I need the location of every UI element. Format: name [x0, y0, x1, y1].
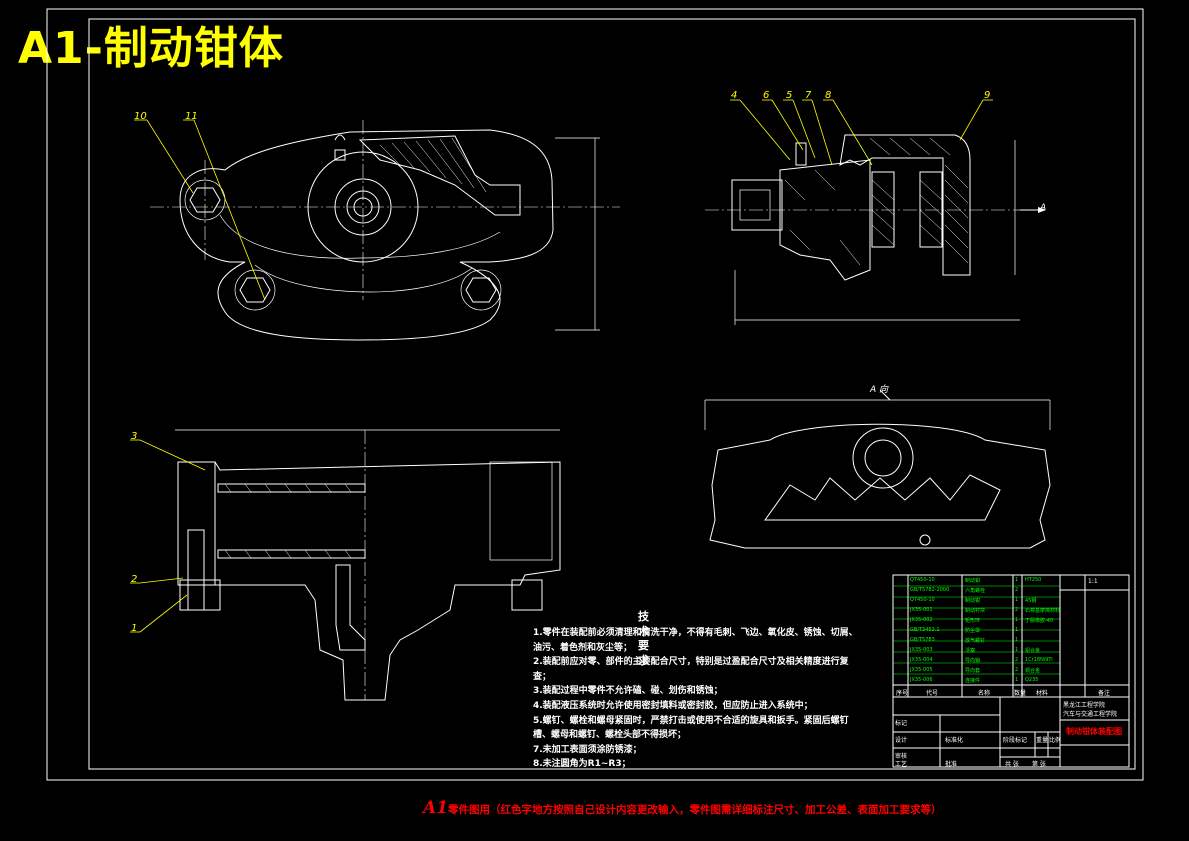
- bom-cell-code: JX35-002: [910, 617, 933, 623]
- header-remark: 备注: [1098, 690, 1111, 697]
- bom-cell-qty: 2: [1015, 607, 1019, 613]
- header-code: 代号: [926, 690, 939, 697]
- tb-label-approve: 批准: [945, 761, 958, 768]
- tb-label-sheet: 第 张: [1032, 761, 1046, 768]
- part-label-11: 11: [185, 111, 198, 122]
- part-label-4: 4: [731, 90, 738, 101]
- a-view: [704, 389, 1051, 549]
- bom-cell-code: JX35-003: [910, 647, 933, 653]
- bom-cell-qty: 1: [1015, 617, 1019, 623]
- bom-cell-qty: 2: [1015, 657, 1019, 663]
- bom-cell-name: 导向销: [965, 658, 981, 664]
- title-block: [892, 574, 1130, 768]
- bom-cell-code: JX35-004: [910, 657, 933, 663]
- bom-cell-code: QT450-10: [910, 597, 935, 603]
- part-label-7: 7: [805, 90, 812, 101]
- tech-line: 油污、着色剂和灰尘等；: [533, 642, 633, 653]
- bom-cell-code: GB/T3452.1: [910, 627, 940, 633]
- school-name: 黑龙江工程学院: [1063, 702, 1106, 709]
- header-name: 名称: [978, 690, 991, 697]
- tech-line: 8.未注圆角为R1~R3；: [533, 759, 631, 770]
- part-label-8: 8: [825, 90, 832, 101]
- bom-cell-material: 丁腈橡胶-40: [1025, 618, 1054, 624]
- note-prefix: A1: [423, 798, 449, 818]
- bom-cell-name: 矩形环: [965, 618, 981, 624]
- bom-cell-name: 防尘罩: [965, 628, 981, 634]
- part-label-10: 10: [134, 111, 147, 122]
- bom-cell-material: 1Cr18Ni9Ti: [1025, 657, 1053, 663]
- section-view: [705, 134, 1046, 325]
- bom-cell-name: 六角螺栓: [965, 588, 986, 594]
- bom-cell-name: 制动钳: [965, 578, 981, 584]
- outer-frame: [46, 8, 1144, 781]
- bom-cell-code: JX35-001: [910, 607, 933, 613]
- tb-label-review: 审核: [895, 753, 908, 760]
- section-mark-a: A: [1040, 203, 1047, 213]
- bom-cell-qty: 1: [1015, 577, 1019, 583]
- part-label-6: 6: [763, 90, 770, 101]
- tech-line: 1.零件在装配前必须清理和清洗干净，不得有毛刺、飞边、氧化皮、锈蚀、切屑、: [533, 628, 858, 638]
- bom-cell-name: 制动钳: [965, 598, 981, 604]
- part-label-3: 3: [131, 431, 138, 442]
- tb-label-process: 工艺: [895, 761, 908, 768]
- bom-cell-code: GB/T5782-2000: [910, 587, 950, 593]
- bottom-note: A1零件图用（红色字地方按照自己设计内容更改输入，零件图需详细标注尺寸、加工公差…: [423, 798, 983, 820]
- bom-cell-name: 制动衬块: [965, 608, 986, 614]
- header-seq: 序号: [896, 690, 909, 697]
- front-view: [150, 120, 620, 341]
- bom-cell-material: 石棉基摩擦材料: [1025, 608, 1061, 614]
- note-text: 零件图用（红色字地方按照自己设计内容更改输入，零件图需详细标注尺寸、加工公差、表…: [448, 804, 942, 816]
- tech-line: 3.装配过程中零件不允许磕、碰、划伤和锈蚀；: [533, 686, 723, 697]
- drawing-title: A1-制动钳体: [18, 23, 284, 74]
- bom-cell-qty: 1: [1015, 637, 1019, 643]
- tech-line: 7.未加工表面须涂防锈漆；: [533, 744, 642, 755]
- tech-lines: 1.零件在装配前必须清理和清洗干净，不得有毛刺、飞边、氧化皮、锈蚀、切屑、 油污…: [533, 626, 883, 772]
- tb-label-stage: 阶段标记: [1003, 737, 1028, 744]
- scale-value: 1:1: [1088, 578, 1098, 585]
- tb-label-design: 设计: [895, 737, 908, 744]
- bom-cell-material: 铜合金: [1025, 668, 1041, 674]
- bom-cell-name: 连接件: [965, 678, 981, 684]
- part-label-1: 1: [131, 623, 138, 634]
- part-label-2: 2: [131, 574, 138, 585]
- bom-cell-qty: 1: [1015, 677, 1019, 683]
- bom-cell-material: 45钢: [1025, 598, 1037, 604]
- view-label-a: A 向: [870, 385, 889, 395]
- dept-name: 汽车与交通工程学院: [1063, 711, 1118, 718]
- tech-line: 2.装配前应对零、部件的主要配合尺寸，特别是过盈配合尺寸及相关精度进行复: [533, 657, 849, 668]
- bom-cell-name: 活塞: [965, 648, 976, 654]
- bom-cell-qty: 1: [1015, 627, 1019, 633]
- tech-line: 4.装配液压系统时允许使用密封填料或密封胶，但应防止进入系统中；: [533, 700, 813, 711]
- bom-cell-material: HT250: [1025, 577, 1042, 583]
- tech-line: 5.螺钉、螺栓和螺母紧固时，严禁打击或使用不合适的旋具和扳手。紧固后螺钉: [533, 715, 849, 726]
- bom-cell-qty: 1: [1015, 647, 1019, 653]
- part-label-9: 9: [984, 90, 991, 101]
- header-material: 材料: [1036, 690, 1049, 697]
- drawing-name: 制动钳体装配图: [1066, 727, 1122, 736]
- bom-cell-code: JX35-006: [910, 677, 933, 683]
- bom-cell-name: 导向套: [965, 668, 981, 674]
- bom-cell-qty: 1: [1015, 597, 1019, 603]
- bom-cell-material: 铝合金: [1025, 648, 1041, 654]
- bom-cell-qty: 2: [1015, 587, 1019, 593]
- tb-label-weight: 重量: [1036, 737, 1049, 744]
- bom-cell-name: 放气螺钉: [965, 638, 986, 644]
- inner-frame: [88, 18, 1136, 770]
- top-view: [175, 429, 561, 701]
- header-qty: 数量: [1014, 690, 1027, 697]
- tb-label-total: 共 张: [1005, 761, 1019, 768]
- part-label-5: 5: [786, 90, 793, 101]
- tb-label-std: 标准化: [945, 737, 964, 744]
- tb-label-mark: 标记: [895, 720, 908, 727]
- bom-cell-code: QT450-10: [910, 577, 935, 583]
- tech-line: 槽、螺母和螺钉、螺栓头部不得损坏；: [533, 730, 687, 741]
- bom-cell-code: GB/T5783: [910, 637, 935, 643]
- bom-cell-code: JX35-005: [910, 667, 933, 673]
- bom-cell-qty: 2: [1015, 667, 1019, 673]
- bom-cell-material: Q235: [1025, 677, 1039, 683]
- tb-label-ratio: 比例: [1049, 737, 1062, 744]
- tech-line: 查；: [533, 671, 552, 682]
- tech-heading: 技术要求: [638, 610, 649, 667]
